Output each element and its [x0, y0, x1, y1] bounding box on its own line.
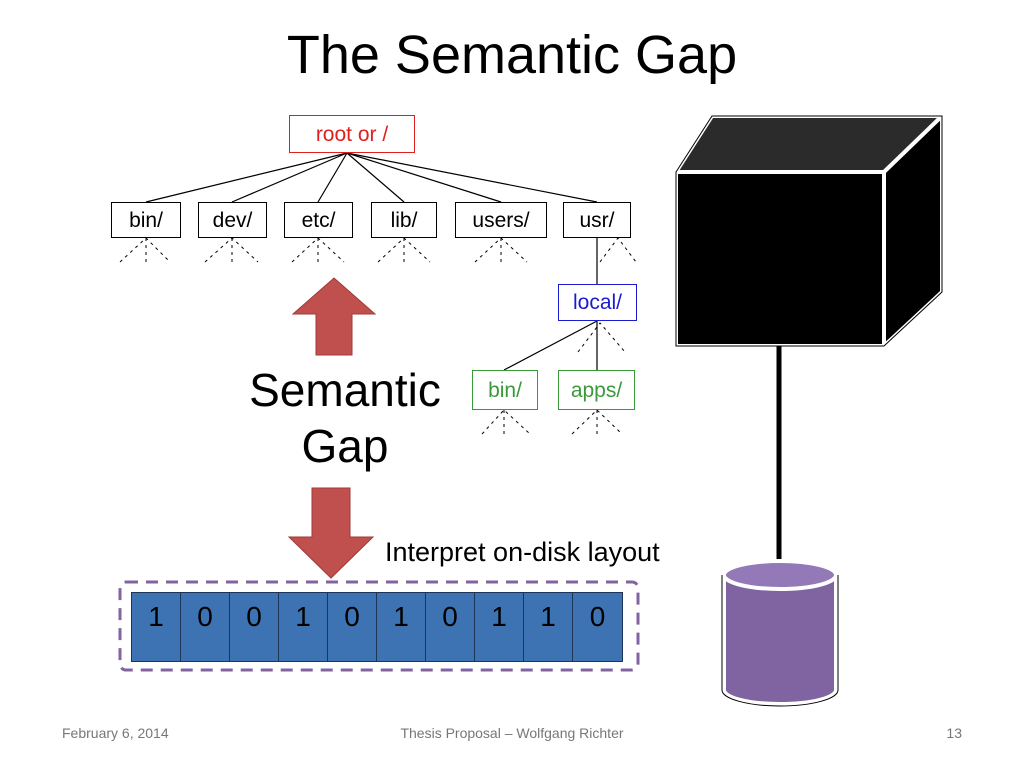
- semantic-gap-label: Semantic Gap: [230, 362, 460, 474]
- tree-node-etc: etc/: [284, 202, 353, 238]
- tree-node-dev: dev/: [198, 202, 267, 238]
- bit-cell: 1: [279, 593, 328, 661]
- bit-cell: 0: [573, 593, 622, 661]
- tree-node-usr: usr/: [563, 202, 631, 238]
- bit-cell: 1: [377, 593, 426, 661]
- bit-cell: 0: [181, 593, 230, 661]
- bit-array: 1 0 0 1 0 1 0 1 1 0: [131, 592, 623, 662]
- slide-title: The Semantic Gap: [286, 25, 738, 85]
- tree-node-bin: bin/: [111, 202, 181, 238]
- root-node: root or /: [289, 115, 415, 153]
- semantic-gap-line2: Gap: [301, 420, 389, 472]
- bit-cell: 0: [426, 593, 475, 661]
- tree-node-local: local/: [558, 284, 637, 321]
- bit-cell: 1: [132, 593, 181, 661]
- tree-node-lib: lib/: [371, 202, 437, 238]
- semantic-gap-line1: Semantic: [249, 364, 441, 416]
- bit-cell: 0: [230, 593, 279, 661]
- interpret-layout-label: Interpret on-disk layout: [385, 537, 660, 567]
- bit-cell: 1: [524, 593, 573, 661]
- bit-cell: 0: [328, 593, 377, 661]
- up-arrow-icon: [291, 277, 377, 356]
- bit-cell: 1: [475, 593, 524, 661]
- dotted-subtree-hints: [119, 237, 637, 435]
- tree-node-users: users/: [455, 202, 547, 238]
- footer-title: Thesis Proposal – Wolfgang Richter: [400, 725, 624, 741]
- footer-date: February 6, 2014: [62, 725, 169, 741]
- disk-cylinder-icon: [721, 559, 839, 707]
- tree-node-local-bin: bin/: [472, 370, 538, 410]
- black-box-cube-icon: [672, 111, 947, 351]
- footer-page-number: 13: [946, 725, 962, 741]
- down-arrow-icon: [287, 487, 375, 579]
- tree-node-local-apps: apps/: [558, 370, 635, 410]
- tree-edges: [145, 152, 598, 371]
